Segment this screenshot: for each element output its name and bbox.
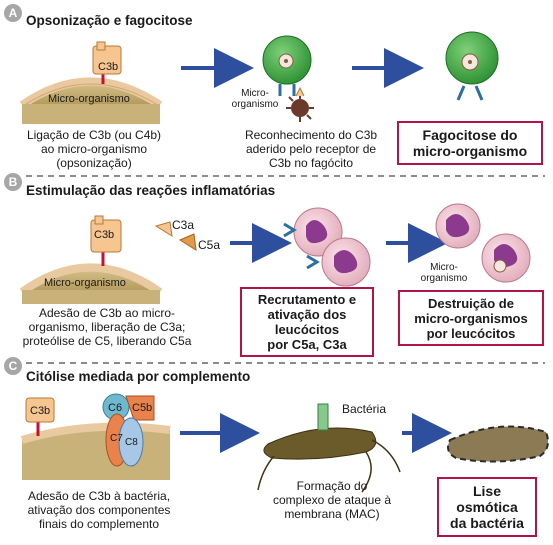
panel-b-leukocytes-2 (435, 203, 531, 283)
panel-a-microbe (286, 86, 314, 122)
c8-label: C8 (125, 437, 138, 448)
panel-c-title: Citólise mediada por complemento (26, 369, 251, 384)
c3a-label: C3a (172, 218, 195, 232)
panel-c-caption-mid: Formação do complexo de ataque à membran… (272, 479, 392, 521)
c8-component (118, 417, 144, 467)
panel-a-organism-label: Micro-organismo (48, 93, 130, 105)
c3a-fragment (154, 221, 173, 237)
panel-a-c3b-label: C3b (98, 61, 119, 73)
panel-a-title: Opsonização e fagocitose (26, 13, 193, 28)
panel-c-c3b-label: C3b (30, 405, 51, 417)
panel-label-b: B (4, 173, 22, 191)
panel-a-c3b-molecule (92, 41, 122, 84)
panel-b-organism-label: Micro-organismo (44, 277, 126, 289)
panel-b-leukocytes (283, 207, 371, 287)
lysed-bacterium (447, 425, 549, 463)
c5a-fragment (178, 233, 197, 251)
panel-c-c3b-molecule (25, 397, 55, 436)
panel-b-caption-left: Adesão de C3b ao micro- organismo, liber… (22, 306, 192, 348)
panel-b-organism (19, 263, 163, 304)
bacteria-label: Bactéria (342, 402, 387, 416)
c5a-label: C5a (198, 238, 221, 252)
panel-b-microbe-label: Micro- organismo (420, 262, 468, 284)
panel-a-microbe-label: Micro- organismo (231, 88, 279, 110)
panel-b-title: Estimulação das reações inflamatórias (26, 183, 276, 198)
c6-label: C6 (108, 402, 123, 414)
panel-c-bacterium-surface (20, 422, 171, 480)
panel-label-c: C (4, 357, 22, 375)
c5b-label: C5b (132, 402, 153, 414)
panel-a-result-box: Fagocitose do micro-organismo (397, 121, 543, 165)
panel-a-caption-mid: Reconhecimento do C3b aderido pelo recep… (244, 128, 378, 170)
panel-b-result-box-2: Destruição de micro-organismos por leucó… (398, 290, 544, 346)
panel-c-bacterium (257, 403, 401, 493)
panel-b-c3b-molecule (90, 215, 122, 266)
panel-c-result-box: Lise osmótica da bactéria (437, 477, 537, 537)
c7-label: C7 (110, 433, 123, 444)
panel-b-result-box-1: Recrutamento e ativação dos leucócitos p… (240, 287, 374, 357)
panel-label-a: A (4, 4, 22, 22)
c5b-component (125, 395, 155, 421)
panel-a-organism (19, 77, 163, 124)
panel-a-phagocyte-1 (262, 35, 312, 96)
panel-a-phagocyte-2 (445, 31, 499, 101)
panel-a-caption-left: Ligação de C3b (ou C4b) ao micro-organis… (26, 128, 162, 170)
panel-b-c3b-label: C3b (94, 229, 115, 241)
panel-c-caption-left: Adesão de C3b à bactéria, ativação dos c… (27, 489, 171, 531)
